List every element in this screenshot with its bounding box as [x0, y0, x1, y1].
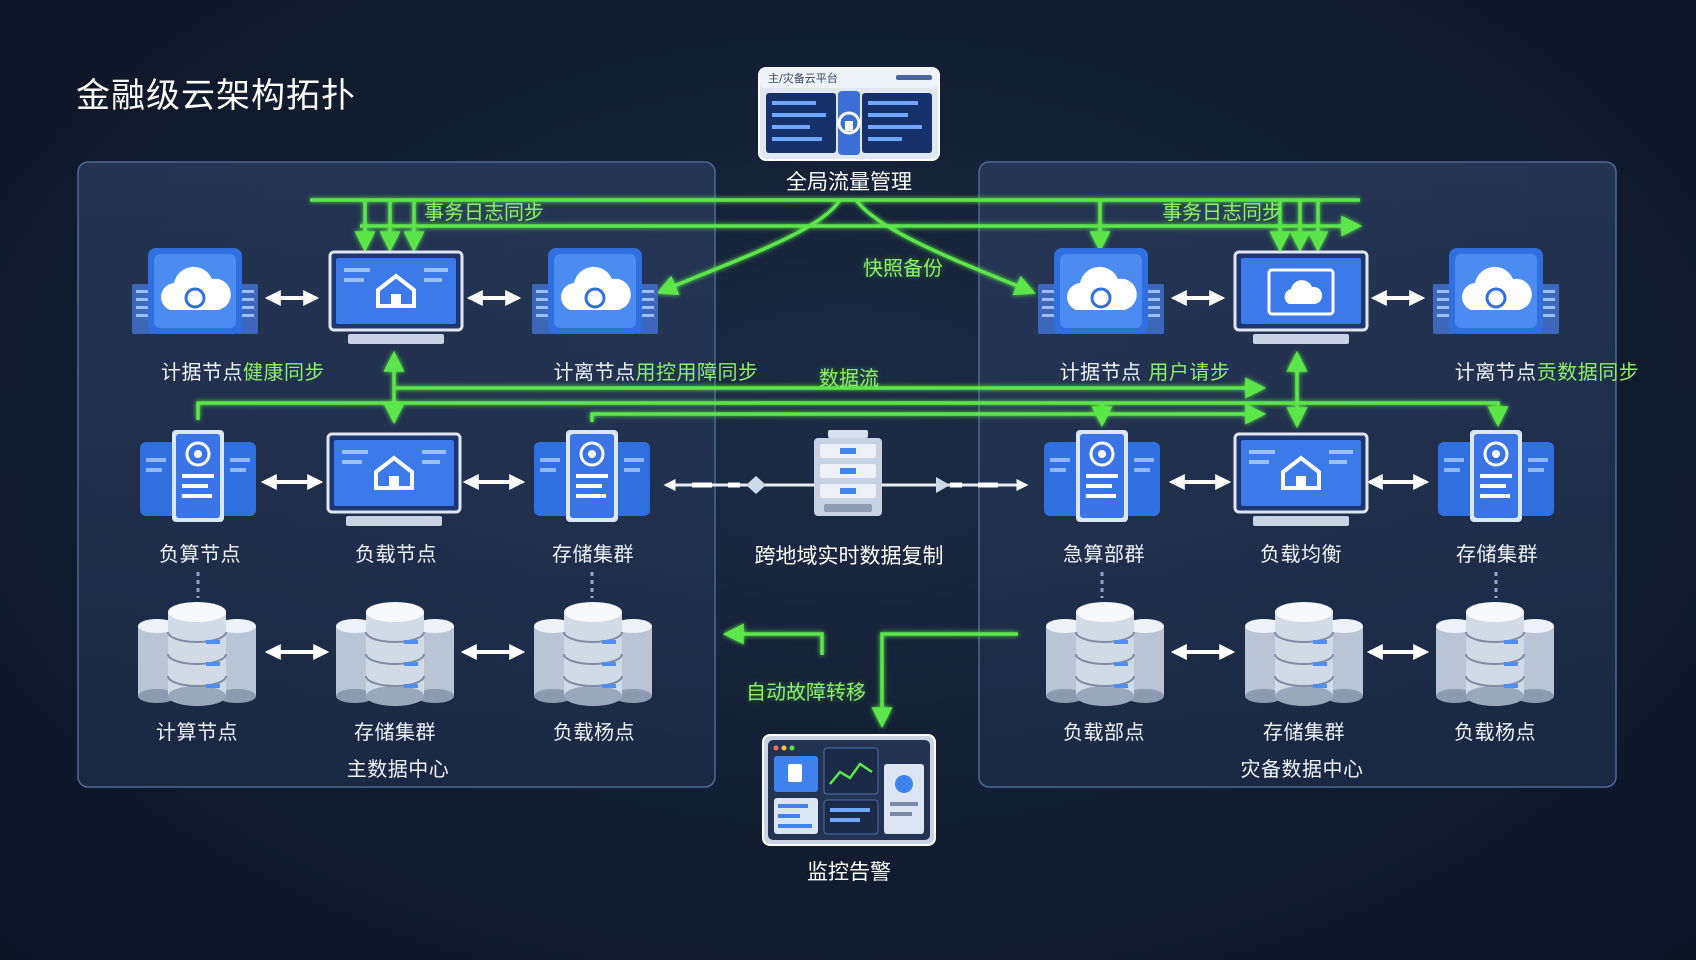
cloud-server-icon[interactable] — [130, 240, 260, 344]
primary-row1-node3-label: 计离节点用控用障同步 — [554, 356, 759, 385]
primary-dc-name: 主数据中心 — [346, 757, 450, 781]
node-sync: 用户请步 — [1148, 360, 1231, 384]
auto-failover-label: 自动故障转移 — [746, 680, 866, 704]
database-stack-icon[interactable] — [1243, 600, 1365, 710]
node-sync: 健康同步 — [243, 360, 325, 384]
dr-row3-node2-label: 存储集群 — [1263, 720, 1345, 744]
cloud-server-icon[interactable] — [530, 240, 660, 344]
monitoring-dashboard-icon[interactable] — [762, 734, 936, 850]
dr-row1-node1-label: 计据节点 用户请步 — [1060, 356, 1231, 385]
dr-row3-node3-label: 负载杨点 — [1454, 720, 1536, 744]
primary-row3-node3-label: 负载杨点 — [553, 720, 635, 744]
dr-row3-node1-label: 负载部点 — [1063, 720, 1145, 744]
gear-document-icon[interactable] — [532, 428, 652, 528]
snapshot-backup-label: 快照备份 — [863, 256, 943, 280]
primary-row2-node2-label: 负载节点 — [355, 542, 437, 566]
dr-row2-node2-label: 负载均衡 — [1260, 542, 1342, 566]
node-name: 计据节点 — [161, 360, 243, 384]
page-title: 金融级云架构拓扑 — [76, 76, 356, 116]
node-sync: 用控用障同步 — [635, 360, 759, 384]
monitor-home-icon[interactable] — [1233, 432, 1369, 536]
replication-label: 跨地域实时数据复制 — [754, 544, 944, 568]
database-stack-icon[interactable] — [136, 600, 258, 710]
gear-document-icon[interactable] — [1042, 428, 1162, 528]
primary-row3-node2-label: 存储集群 — [354, 720, 436, 744]
cloud-server-icon[interactable] — [1036, 240, 1166, 344]
monitor-home-icon[interactable] — [326, 432, 462, 536]
gear-document-icon[interactable] — [138, 428, 258, 528]
data-flow-label: 数据流 — [819, 366, 879, 390]
node-link-arrows — [260, 290, 1430, 660]
node-name: 计离节点 — [1454, 360, 1537, 384]
database-stack-icon[interactable] — [1434, 600, 1556, 710]
node-name: 计据节点 — [1059, 360, 1142, 384]
gear-document-icon[interactable] — [1436, 428, 1556, 528]
global-traffic-label: 全局流量管理 — [786, 170, 912, 194]
dr-row2-node3-label: 存储集群 — [1456, 542, 1538, 566]
dr-row2-node1-label: 急算部群 — [1063, 542, 1145, 566]
dr-row1-node3-label: 计离节点贡数据同步 — [1455, 356, 1640, 385]
global-traffic-panel[interactable]: 主/灾备云平台 — [758, 67, 940, 165]
monitor-label: 监控告警 — [807, 860, 891, 884]
monitor-cloud-icon[interactable] — [1233, 250, 1369, 354]
database-stack-icon[interactable] — [532, 600, 654, 710]
primary-row2-node1-label: 负算节点 — [159, 542, 241, 566]
primary-row3-node1-label: 计算节点 — [156, 720, 238, 744]
dr-dc-name: 灾备数据中心 — [1240, 757, 1364, 781]
primary-row1-node1-label: 计据节点健康同步 — [161, 356, 325, 385]
txn-log-sync-left-label: 事务日志同步 — [424, 200, 544, 224]
panel-header-text: 主/灾备云平台 — [768, 71, 838, 85]
txn-log-sync-right-label: 事务日志同步 — [1162, 200, 1282, 224]
node-name: 计离节点 — [553, 360, 636, 384]
green-flow-lines — [196, 198, 1509, 729]
node-sync: 贡数据同步 — [1536, 360, 1640, 384]
database-stack-icon[interactable] — [1044, 600, 1166, 710]
database-stack-icon[interactable] — [334, 600, 456, 710]
primary-row2-node3-label: 存储集群 — [552, 542, 634, 566]
server-rack-icon[interactable] — [810, 428, 886, 524]
monitor-home-icon[interactable] — [328, 250, 464, 354]
cloud-server-icon[interactable] — [1431, 240, 1561, 344]
